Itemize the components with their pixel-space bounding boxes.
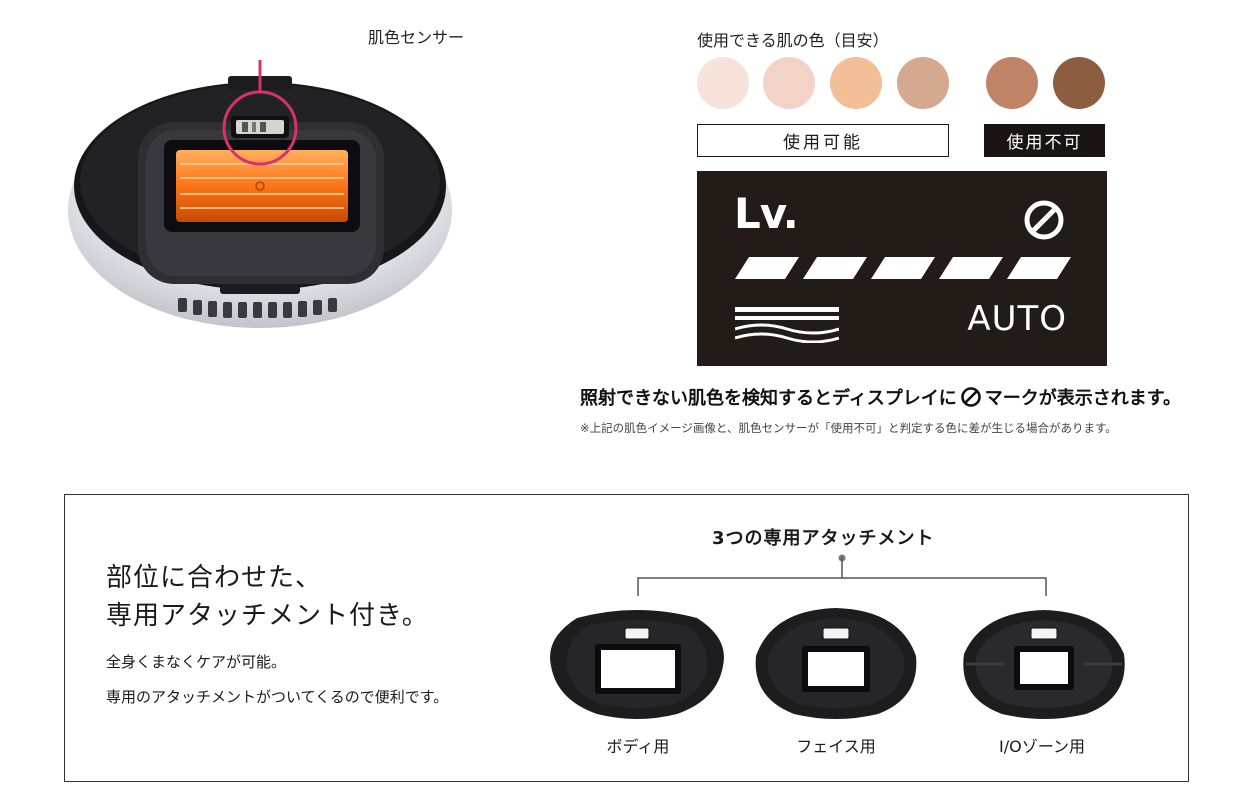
level-text: Lv. [734,189,799,238]
skin-swatch-4 [897,57,949,109]
body-attachment-image [550,610,724,719]
attachments-title: 3つの専用アタッチメント [712,528,935,549]
skin-swatch-3 [830,57,882,109]
skin-swatch-5 [986,57,1038,109]
skin-wave-icon [735,307,839,343]
attachments-heading: 部位に合わせた、 専用アタッチメント付き。 [106,559,429,635]
io-zone-attachment-label: I/Oゾーン用 [999,737,1085,756]
detection-note-before: 照射できない肌色を検知するとディスプレイに [580,388,957,409]
detection-note: 照射できない肌色を検知するとディスプレイに マークが表示されます。 [580,384,1181,410]
skin-tone-title: 使用できる肌の色（目安） [697,31,889,50]
unusable-label: 使用不可 [984,124,1105,157]
io-zone-attachment-image [963,610,1125,719]
attachments-heading-line1: 部位に合わせた、 [106,563,323,593]
usable-label: 使用可能 [697,124,949,157]
device-display-panel: Lv. AUTO [697,171,1107,366]
prohibited-inline-icon [960,387,981,407]
skin-swatch-1 [697,57,749,109]
auto-text: AUTO [967,299,1067,339]
body-attachment-label: ボディ用 [606,737,670,756]
level-bars-icon [735,257,1071,279]
skin-sensor-label: 肌色センサー [368,28,465,47]
attachments-bracket [637,554,1047,596]
skin-swatch-2 [763,57,815,109]
disclaimer-note: ※上記の肌色イメージ画像と、肌色センサーが「使用不可」と判定する色に差が生じる場… [580,421,1117,435]
detection-note-after: マークが表示されます。 [984,388,1181,409]
face-attachment-label: フェイス用 [796,737,876,756]
attachments-subtext-1: 全身くまなくケアが可能。 [106,653,287,671]
attachments-heading-line2: 専用アタッチメント付き。 [106,601,429,631]
attachments-subtext-2: 専用のアタッチメントがついてくるので便利です。 [106,688,449,706]
face-attachment-image [755,608,917,719]
skin-swatch-6 [1053,57,1105,109]
attachments-section [64,494,1189,782]
device-head-image [68,60,452,328]
prohibited-icon [1024,200,1064,240]
